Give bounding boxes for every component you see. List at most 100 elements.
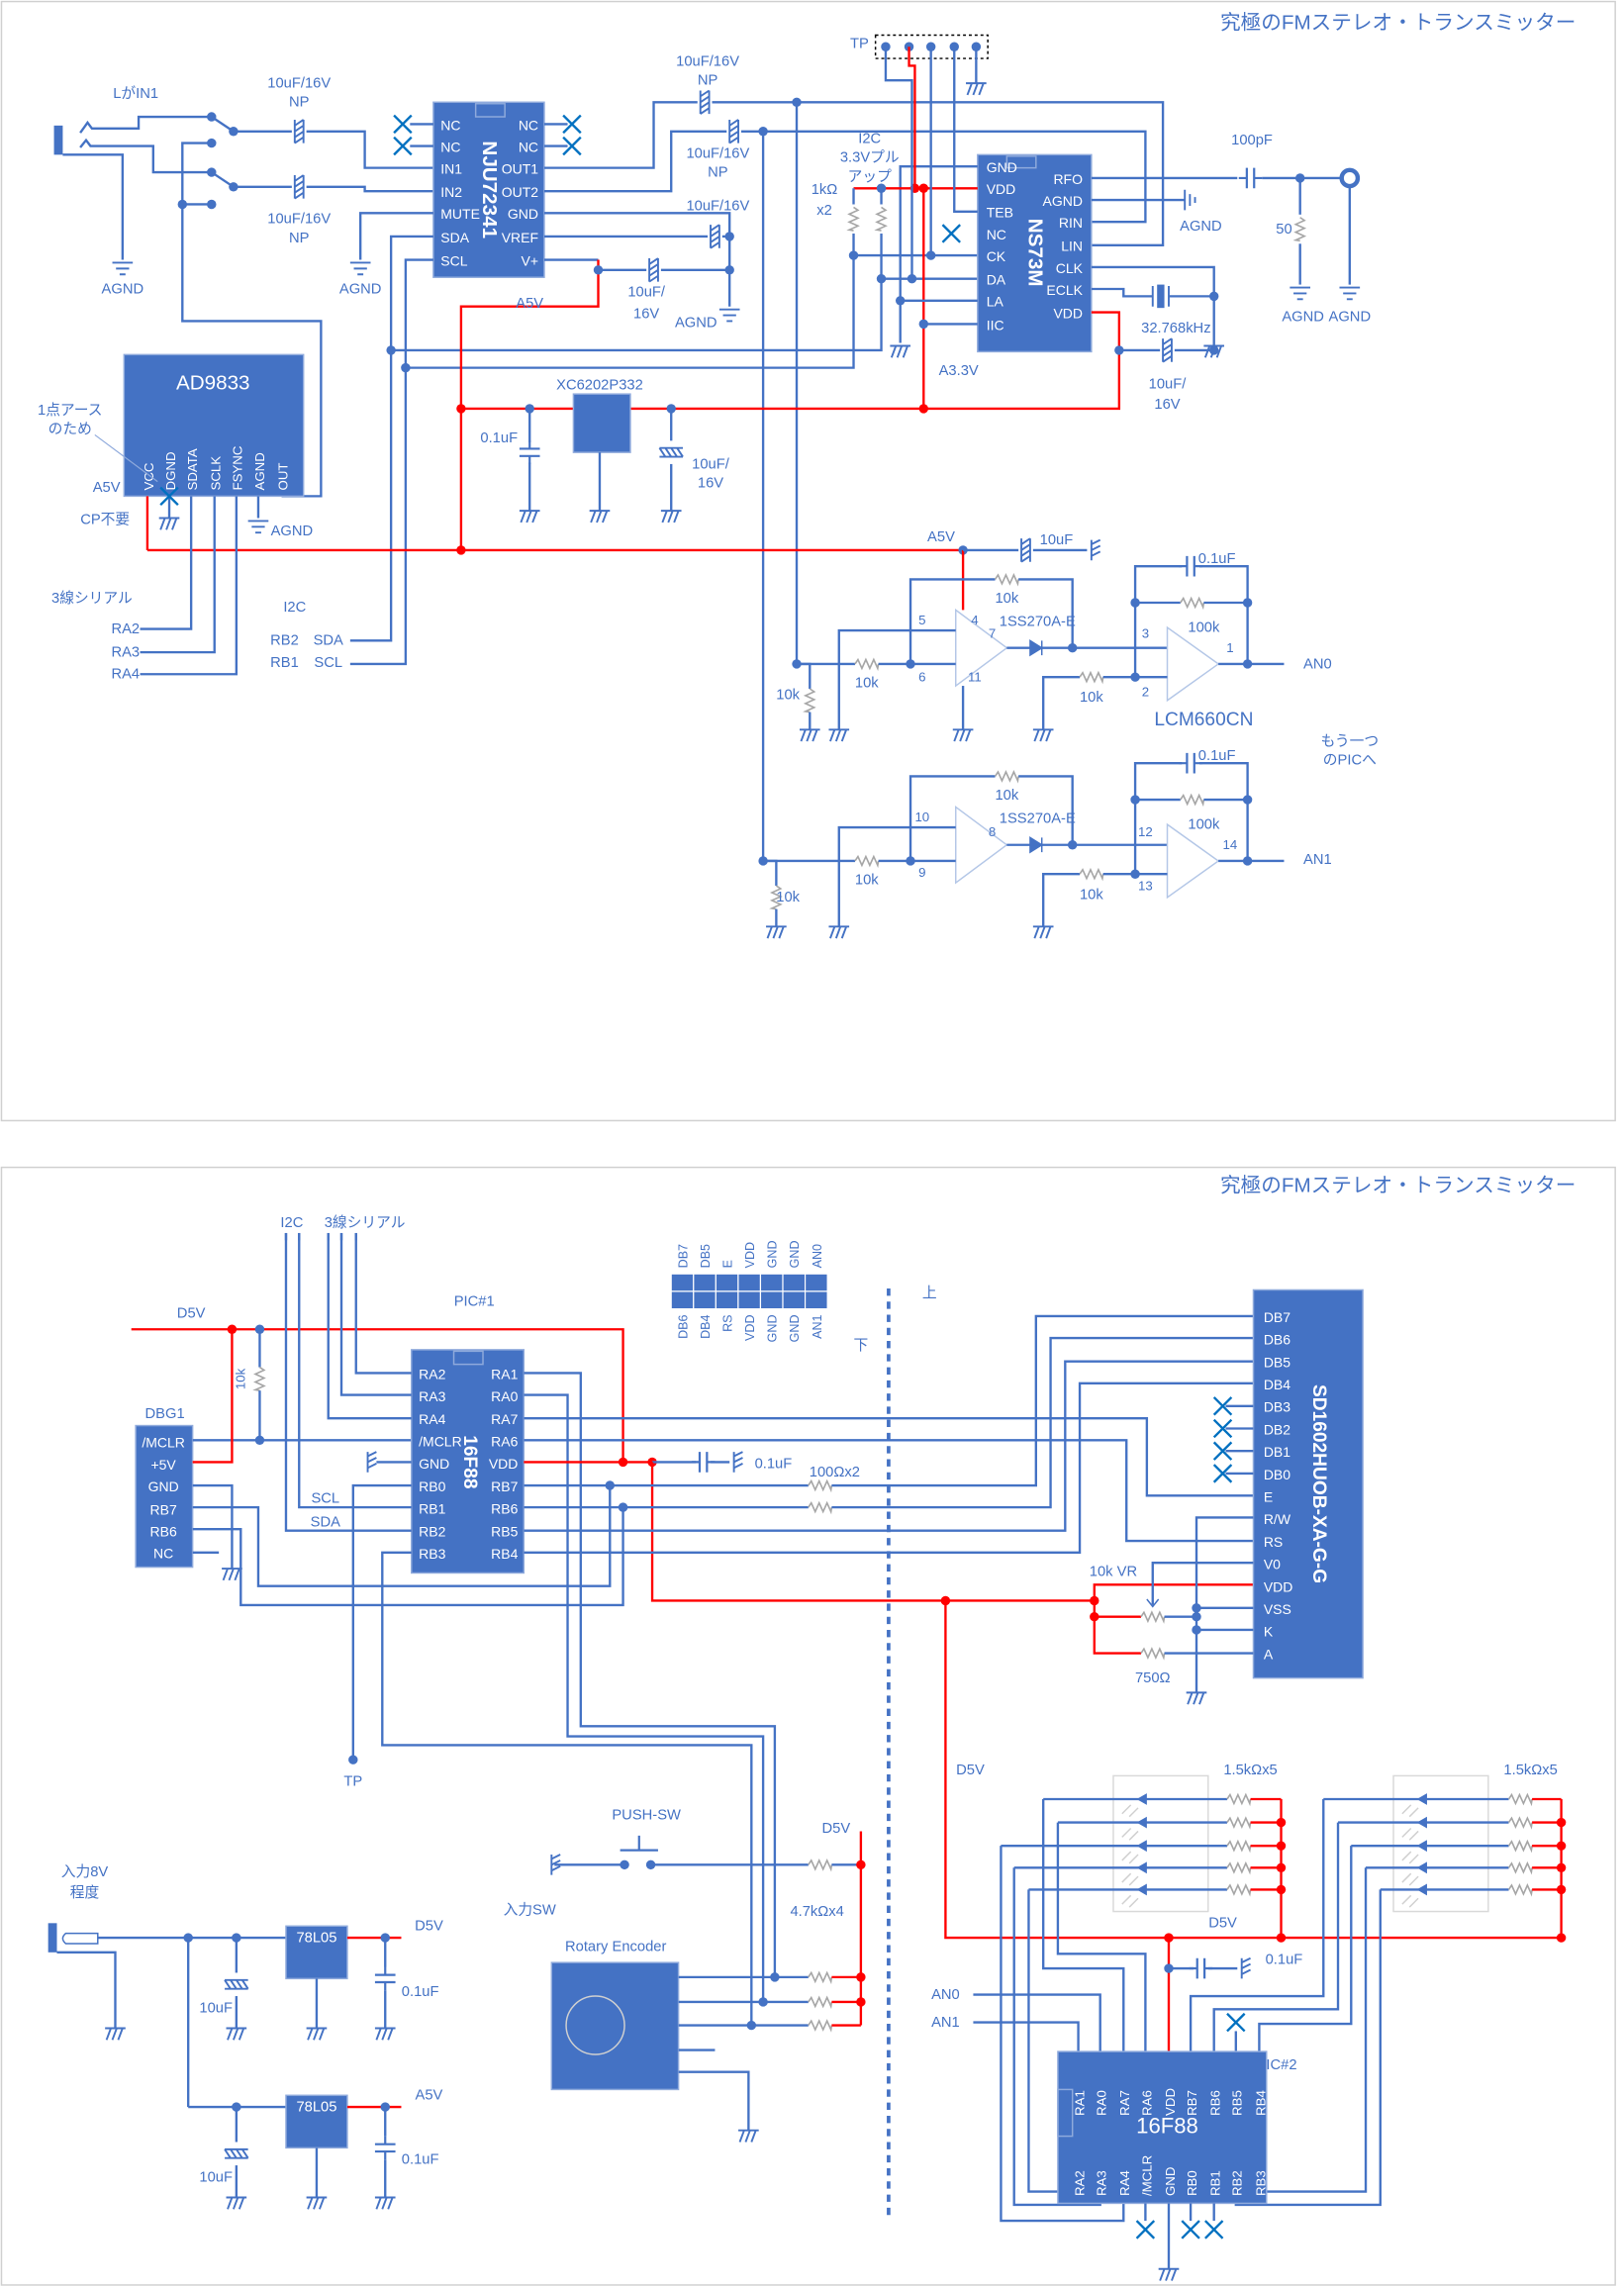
junction-dot <box>876 183 887 193</box>
chip-name: SD1602HUOB-XA-G-G <box>1308 1384 1329 1583</box>
label: 10k <box>995 591 1018 607</box>
label: DBG1 <box>145 1406 185 1422</box>
no-connect-icon <box>1135 2220 1156 2240</box>
wire <box>524 1372 777 1977</box>
electrolytic-capacitor-icon <box>1020 537 1031 563</box>
ground-icon <box>732 1451 743 1473</box>
label: 10k <box>855 676 879 692</box>
junction-dot <box>348 1755 358 1764</box>
pin-label: RB4 <box>491 1546 518 1562</box>
pin-label: RB4 <box>1253 2090 1268 2116</box>
wire <box>56 1951 117 2029</box>
rotary-encoder <box>550 1961 680 2091</box>
pin-number: 1 <box>1226 640 1233 655</box>
junction-dot <box>1090 1611 1099 1622</box>
analog-ground-icon <box>1339 286 1361 301</box>
analog-ground-icon <box>1290 286 1311 301</box>
wire <box>1189 1799 1325 2052</box>
label: CP不要 <box>80 512 130 527</box>
pin-label: CLK <box>1056 260 1084 276</box>
wire <box>298 1232 412 1509</box>
no-connect-icon <box>1212 1441 1233 1461</box>
resistor-icon <box>1140 1610 1166 1624</box>
label: 750Ω <box>1135 1670 1171 1686</box>
connector-label: E <box>721 1260 735 1268</box>
label: PIC#1 <box>454 1294 495 1310</box>
label: AGND <box>339 281 382 297</box>
pin-label: VDD <box>1264 1578 1293 1594</box>
label: 下 <box>854 1338 869 1354</box>
label: RB2 <box>270 633 299 649</box>
pin-label: AGND <box>1043 193 1083 209</box>
dc-plug-icon <box>61 1932 99 1945</box>
pin-label: RA1 <box>491 1366 518 1382</box>
junction-dot <box>456 545 466 555</box>
ground-icon <box>374 2196 396 2210</box>
led-light-icon <box>1401 1827 1419 1841</box>
chip-name: AD9833 <box>176 372 250 395</box>
connector-pin <box>715 1290 739 1310</box>
label: AGND <box>102 281 144 297</box>
label: RA2 <box>111 621 140 637</box>
resistor-icon <box>1507 1839 1533 1854</box>
label: 50 <box>1276 222 1291 238</box>
pin-number: 14 <box>1223 837 1238 852</box>
wire <box>391 277 978 352</box>
led-light-icon <box>1401 1804 1419 1818</box>
electrolytic-capacitor-icon <box>1162 337 1173 363</box>
pic1-16f88-chip <box>411 1349 525 1574</box>
wire <box>349 235 433 642</box>
label: 10k VR <box>1090 1564 1137 1579</box>
label: 1点アース <box>38 402 103 419</box>
resistor-icon <box>1079 670 1104 685</box>
connector-label: GND <box>766 1315 780 1343</box>
pin-label: IN2 <box>440 184 462 200</box>
resistor-icon <box>1507 1883 1533 1897</box>
electrolytic-capacitor-icon <box>224 2147 249 2159</box>
capacitor-icon <box>374 2136 396 2160</box>
wire <box>140 496 193 630</box>
opamp-icon <box>954 805 1008 885</box>
resistor-icon <box>854 657 880 672</box>
label: TP <box>850 37 869 52</box>
ground-icon <box>660 510 682 524</box>
wire <box>837 628 956 730</box>
pin-label: VDD <box>1163 2088 1178 2116</box>
resistor-icon <box>808 1500 833 1515</box>
pin-label: AGND <box>252 452 267 490</box>
pin-label: NC <box>440 117 460 133</box>
label: 0.1uF <box>480 430 518 446</box>
junction-dot <box>456 404 466 414</box>
no-connect-icon <box>1212 1418 1233 1439</box>
pin-label: RB2 <box>419 1523 445 1539</box>
ground-icon <box>306 2196 328 2210</box>
led-light-icon <box>1121 1894 1139 1908</box>
pin-label: IN1 <box>440 161 462 177</box>
wire <box>349 258 433 666</box>
wire <box>192 1507 624 1607</box>
pin1-notch <box>474 103 506 118</box>
resistor-icon <box>994 573 1019 587</box>
label: RB1 <box>270 655 299 671</box>
electrolytic-capacitor-icon <box>699 89 711 115</box>
junction-dot <box>770 1972 780 1982</box>
resistor-icon <box>1226 1860 1252 1875</box>
label: 10uF <box>199 2000 233 2016</box>
label: PUSH-SW <box>612 1808 681 1824</box>
label: 1SS270A-E <box>1000 811 1076 827</box>
chip-name: NJU72341 <box>478 141 501 238</box>
wire <box>543 212 731 307</box>
label: 32.768kHz <box>1141 321 1210 336</box>
wire <box>763 859 778 887</box>
power-wire <box>923 311 1121 411</box>
resistor-icon <box>1180 793 1205 808</box>
no-connect-icon <box>562 114 582 135</box>
label: 1kΩ <box>812 182 838 198</box>
led-icon <box>1136 1816 1147 1829</box>
label: D5V <box>177 1305 206 1321</box>
connector-pin <box>759 1290 784 1310</box>
capacitor-icon <box>519 440 540 464</box>
connector-label: GND <box>766 1241 780 1269</box>
pin-label: RB0 <box>419 1478 445 1494</box>
resistor-icon <box>252 1366 266 1391</box>
